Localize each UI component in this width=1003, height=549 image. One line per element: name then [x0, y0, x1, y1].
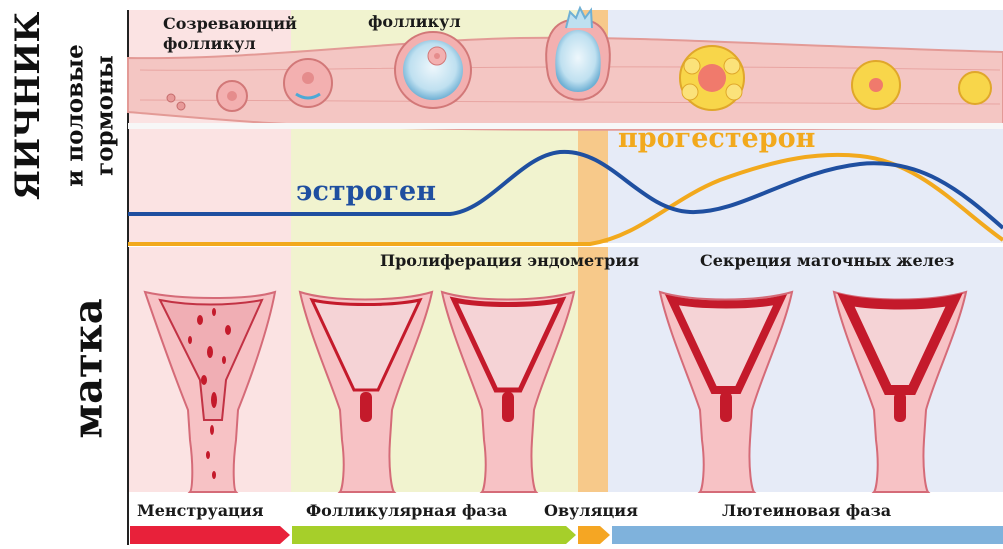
phase-label-menstruation: Менструация	[137, 501, 264, 520]
uterus-label: матка	[65, 289, 112, 449]
phase-label-ovulation: Овуляция	[544, 501, 638, 520]
progesterone-label: прогестерон	[618, 123, 815, 154]
menstruation-arrow	[130, 526, 290, 544]
phase-arrows	[130, 526, 1003, 544]
ovulation-arrow	[578, 526, 610, 544]
hormones-label-line1: и половые	[62, 1, 89, 231]
phase-label-luteal: Лютеиновая фаза	[722, 501, 891, 520]
luteal-arrow	[612, 526, 1003, 544]
maturing-follicle-label-2: фолликул	[163, 34, 256, 53]
follicular-arrow	[292, 526, 576, 544]
hormones-label-line2: гормоны	[92, 36, 119, 196]
ovary-label: ЯИЧНИК	[8, 40, 48, 200]
follicle-label: фолликул	[368, 12, 461, 31]
secretion-label: Секреция маточных желез	[700, 251, 954, 270]
estrogen-label: эстроген	[296, 176, 436, 207]
antral-follicle	[395, 32, 471, 108]
maturing-follicle-label-1: Созревающий	[163, 14, 297, 33]
proliferation-label: Пролиферация эндометрия	[380, 251, 639, 270]
phase-label-follicular: Фолликулярная фаза	[306, 501, 507, 520]
